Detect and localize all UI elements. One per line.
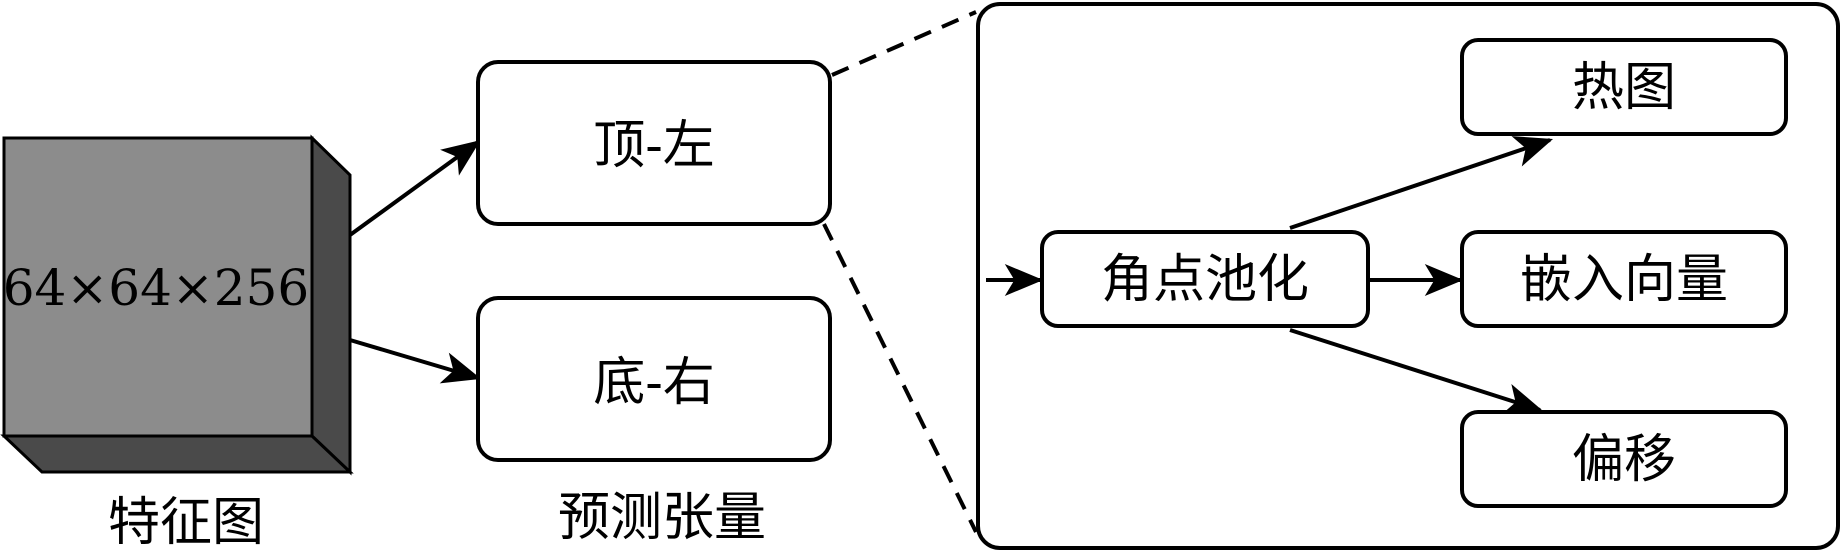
prediction-caption: 预测张量 xyxy=(558,488,766,548)
heatmap-box xyxy=(1460,38,1788,136)
offset-label: 偏移 xyxy=(1572,430,1676,490)
feature-map-caption: 特征图 xyxy=(108,493,264,553)
feature-map-cube: 64×64×256 xyxy=(0,134,354,476)
arrow-to-offset xyxy=(1289,328,1544,415)
zoom-line-bottom xyxy=(822,223,978,533)
cube-front-face xyxy=(2,136,314,438)
corner-pool-label: 角点池化 xyxy=(1101,250,1309,310)
top-left-box xyxy=(476,60,832,226)
embedding-label: 嵌入向量 xyxy=(1520,250,1728,310)
arrow-to-bottom-right xyxy=(349,338,482,384)
bottom-right-label: 底-右 xyxy=(593,353,715,413)
embedding-box xyxy=(1460,230,1788,328)
feature-map-dims: 64×64×256 xyxy=(3,259,309,317)
cube-bottom-face xyxy=(0,434,354,474)
zoom-line-top xyxy=(831,10,977,77)
bottom-right-box xyxy=(476,296,832,462)
top-left-label: 顶-左 xyxy=(593,116,715,176)
arrow-to-heatmap xyxy=(1289,136,1554,230)
heatmap-label: 热图 xyxy=(1572,58,1676,118)
offset-box xyxy=(1460,410,1788,508)
cube-side-face xyxy=(310,134,352,476)
arrow-to-top-left xyxy=(348,140,481,237)
